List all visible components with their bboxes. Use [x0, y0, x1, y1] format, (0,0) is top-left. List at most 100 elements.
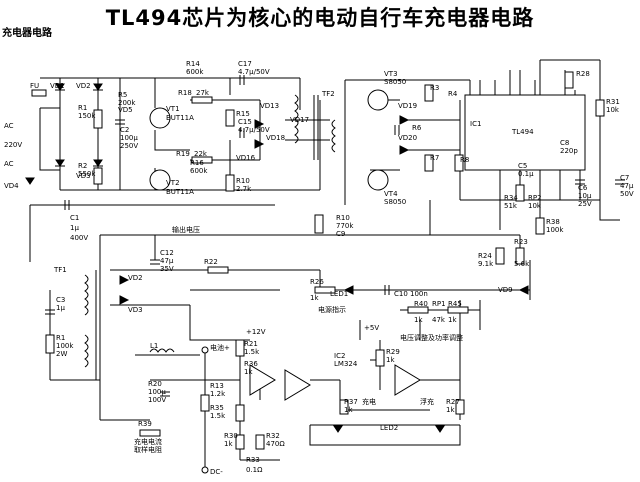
label-r16v: 600k	[190, 167, 208, 175]
label-c7v: 47μ	[620, 182, 634, 190]
label-vd19: VD19	[398, 102, 417, 110]
label-load-label: 充电电流	[134, 437, 162, 446]
label-rp1v: 47k	[432, 316, 446, 324]
batt-plus-terminal	[201, 346, 209, 354]
label-r20: R20	[148, 380, 162, 388]
label-c17: C17	[238, 60, 252, 68]
label-r2: R2	[78, 162, 87, 170]
label-r16: R16	[190, 159, 204, 167]
label-r21v: 1.5k	[244, 348, 260, 356]
label-c8v: 220p	[560, 147, 578, 155]
label-r19: R19	[176, 150, 190, 158]
label-r18: R18	[178, 89, 192, 97]
label-r10: R10	[236, 177, 250, 185]
label-c2v: 100μ	[120, 134, 138, 142]
label-r29: R29	[386, 348, 400, 356]
label-charge-adj: 电压调整及功率调整	[400, 333, 463, 342]
label-vd3b: VD3	[128, 306, 143, 314]
wires	[29, 59, 620, 470]
label-ic2: IC2	[334, 352, 345, 360]
label-vd9: VD9	[498, 286, 513, 294]
label-led1-text: 电源指示	[318, 305, 346, 314]
label-r36: R36	[244, 360, 258, 368]
label-c15v: 4.7μ/50V	[238, 126, 270, 134]
label-r24: R24	[478, 252, 492, 260]
label-r21: R21	[244, 340, 258, 348]
label-r45: R45	[448, 300, 462, 308]
label-vt3v: S8050	[384, 78, 406, 86]
label-r26v: 1k	[310, 294, 319, 302]
label-c3: C3	[56, 296, 65, 304]
label-r22: R22	[204, 258, 218, 266]
label-r10v: 2.7k	[236, 185, 252, 193]
label-c15: C15	[238, 118, 252, 126]
label-r1bv: 100k	[56, 342, 74, 350]
label-r30: R30	[224, 432, 238, 440]
label-c10: C10	[394, 290, 408, 298]
label-c12v: 47μ	[160, 257, 174, 265]
label-r40: R40	[414, 300, 428, 308]
label-r33v: 0.1Ω	[246, 466, 263, 474]
label-r33: R33	[246, 456, 260, 464]
label-vd2b: VD2	[128, 274, 143, 282]
label-r13: R13	[210, 382, 224, 390]
label-vd13: VD13	[260, 102, 279, 110]
label-rp1: RP1	[432, 300, 446, 308]
label-r34: R34	[504, 194, 518, 202]
label-vd5: VD5	[118, 106, 133, 114]
capacitors	[45, 75, 625, 397]
label-c2v2: 250V	[120, 142, 138, 150]
label-ac-in-2: 220V	[4, 141, 22, 149]
label-ac-in-1: AC	[4, 122, 14, 130]
label-c7: C7	[620, 174, 629, 182]
label-batt-n: DC-	[210, 468, 223, 476]
label-r10b: R10	[336, 214, 350, 222]
label-vd4: VD4	[4, 182, 19, 190]
label-r32v: 470Ω	[266, 440, 285, 448]
label-r45v: 1k	[448, 316, 457, 324]
label-r38v: 100k	[546, 226, 564, 234]
label-r30v: 1k	[224, 440, 233, 448]
label-r10bv: 770k	[336, 222, 354, 230]
leds	[119, 115, 529, 433]
label-c10v: 100n	[410, 290, 428, 298]
label-ic1: TL494	[511, 128, 534, 136]
label-r1bv2: 2W	[56, 350, 67, 358]
label-c1v2: 400V	[70, 234, 88, 242]
label-r27: R27	[446, 398, 460, 406]
label-c3v: 1μ	[56, 304, 65, 312]
label-vd20: VD20	[398, 134, 417, 142]
label-r7: R7	[430, 154, 439, 162]
label-r1b: R1	[56, 334, 65, 342]
label-r31v: 10k	[606, 106, 620, 114]
label-r15: R15	[236, 110, 250, 118]
label-r36v: 1k	[244, 368, 253, 376]
label-vt4v: S8050	[384, 198, 406, 206]
label-rp2: RP2	[528, 194, 542, 202]
label-vt2: VT2	[166, 179, 180, 187]
ic1-tl494	[464, 94, 586, 171]
label-led1: LED1	[330, 290, 348, 298]
label-r6: R6	[412, 124, 422, 132]
label-c1: C1	[70, 214, 79, 222]
label-r1v: 150k	[78, 112, 96, 120]
label-r28: R28	[576, 70, 590, 78]
label-fu1: FU	[30, 82, 39, 90]
label-vd2: VD2	[76, 82, 91, 90]
label-charge-led: 充电	[362, 397, 376, 406]
label-vt3: VT3	[384, 70, 398, 78]
label-r23v: 5.6k	[514, 260, 530, 268]
label-fuse-label: 输出电压	[172, 225, 200, 234]
page-subtitle: 充电器电路	[2, 28, 52, 39]
label-vt2v: BUT11A	[166, 188, 194, 196]
label-ac-in-3: AC	[4, 160, 14, 168]
label-vt4: VT4	[384, 190, 398, 198]
label-c1v: 1μ	[70, 224, 79, 232]
label-c12v2: 35V	[160, 265, 174, 273]
label-r34v: 51k	[504, 202, 518, 210]
batt-minus-terminal	[201, 466, 209, 474]
label-ic2v: LM324	[334, 360, 358, 368]
label-c7v2: 50V	[620, 190, 634, 198]
label-batt-p: 电池+	[210, 343, 230, 352]
